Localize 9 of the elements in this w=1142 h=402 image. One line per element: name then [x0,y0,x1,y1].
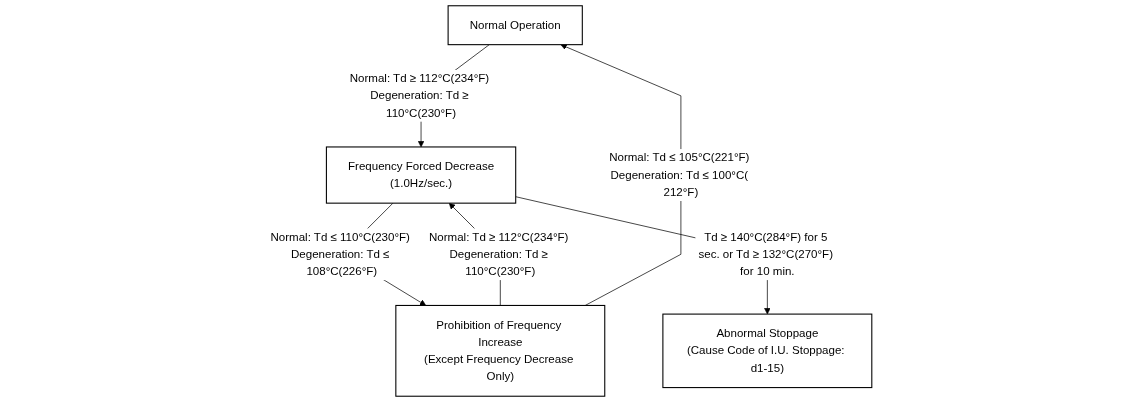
node-box: Normal Operation [447,5,584,46]
edge-label: Normal: Td ≥ 112°C(234°F) Degeneration: Td ≥ 110°C(230°F) [429,230,569,278]
node-box: Prohibition of Frequency Increase (Except Frequency Decrease Only) [395,304,606,397]
node-box: Frequency Forced Decrease (1.0Hz/sec.) [326,146,517,204]
node-box: Abnormal Stoppage (Cause Code of I.U. Stoppage: d1-15) [662,313,873,389]
edge-label: Normal: Td ≥ 112°C(234°F) Degeneration: Td ≥ 110°C(230°F) [349,72,490,119]
edge-label: Normal: Td ≤ 110°C(230°F) Degeneration: Td ≤ 108°C(226°F) [270,230,411,278]
edge-label: Td ≥ 140°C(284°F) for 5 sec. or Td ≥ 132°C(270°F) for 10 min. [698,230,834,278]
edge-label: Normal: Td ≤ 105°C(221°F) Degeneration: Td ≤ 100°C( 212°F) [609,151,750,199]
